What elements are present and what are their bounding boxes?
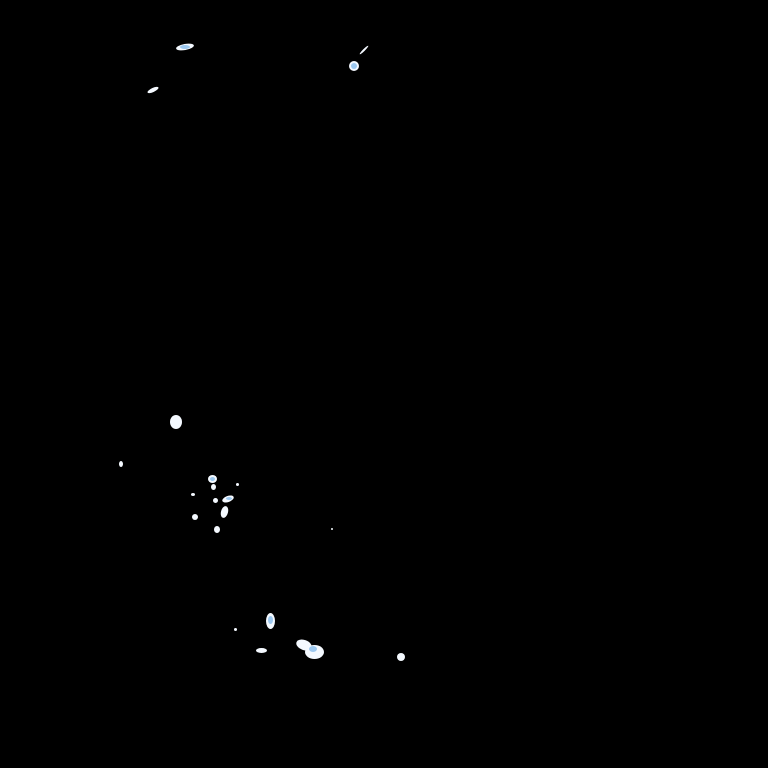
cloud-tint [309, 646, 317, 652]
cloud-speck [191, 493, 195, 496]
cloud-speck [146, 85, 160, 95]
cloud-speck [119, 461, 123, 467]
cloud-speck [256, 648, 267, 653]
cloud-speck [213, 498, 218, 503]
cloud-speck [170, 415, 182, 429]
cloud-speck [219, 505, 230, 519]
cloud-speck [236, 483, 239, 486]
cloud-speck [359, 45, 369, 55]
cloud-tint [268, 616, 273, 624]
cloud-tint [226, 497, 232, 500]
cloud-tint [180, 45, 190, 49]
cloud-speck [211, 484, 216, 490]
cloud-speck [397, 653, 405, 661]
cloud-tint [351, 63, 357, 69]
cloud-speck [214, 526, 220, 533]
cloud-tint [210, 477, 215, 481]
cloud-speck [192, 514, 198, 520]
cloud-speck [331, 528, 333, 530]
cloud-speck [234, 628, 237, 631]
